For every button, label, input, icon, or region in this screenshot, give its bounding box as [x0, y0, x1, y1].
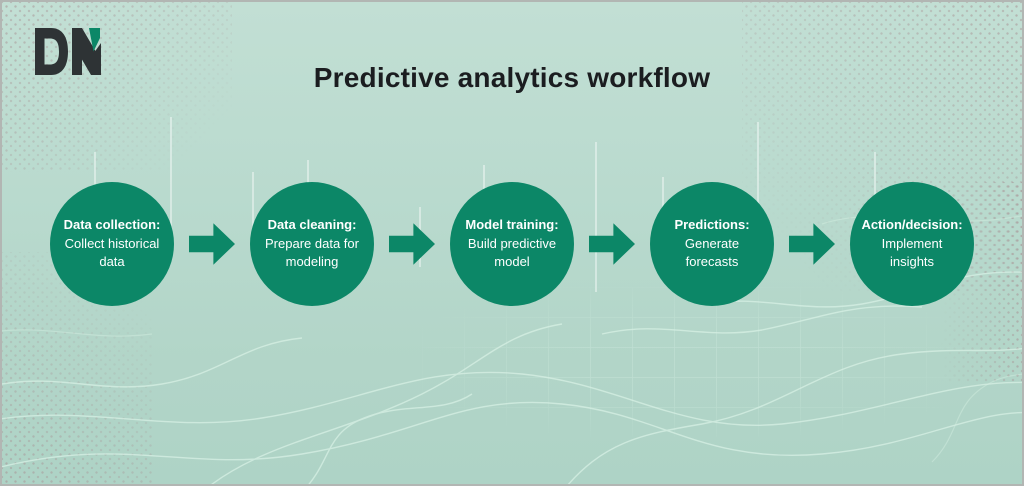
step-predictions: Predictions: Generate forecasts [650, 182, 774, 306]
step-title: Action/decision: [861, 217, 963, 233]
arrow-right-icon [389, 223, 435, 265]
step-description: Generate forecasts [684, 235, 740, 270]
step-description: Implement insights [881, 235, 943, 270]
arrow-right-icon [189, 223, 235, 265]
step-data-cleaning: Data cleaning: Prepare data for modeling [250, 182, 374, 306]
step-action-decision: Action/decision: Implement insights [850, 182, 974, 306]
dn-logo: DN [35, 28, 101, 75]
step-model-training: Model training: Build predictive model [450, 182, 574, 306]
step-title: Model training: [465, 217, 559, 233]
arrow-right-icon [789, 223, 835, 265]
arrow-right-icon [589, 223, 635, 265]
step-description: Prepare data for modeling [265, 235, 359, 270]
workflow-diagram: Data collection: Collect historical data… [2, 182, 1022, 306]
step-title: Predictions: [674, 217, 750, 233]
step-description: Collect historical data [64, 235, 160, 270]
step-title: Data cleaning: [267, 217, 357, 233]
step-description: Build predictive model [467, 235, 557, 270]
dn-logo-graphic [35, 28, 101, 75]
step-title: Data collection: [63, 217, 161, 233]
bg-grid-pattern [422, 287, 962, 437]
step-data-collection: Data collection: Collect historical data [50, 182, 174, 306]
page-title: Predictive analytics workflow [313, 62, 711, 93]
